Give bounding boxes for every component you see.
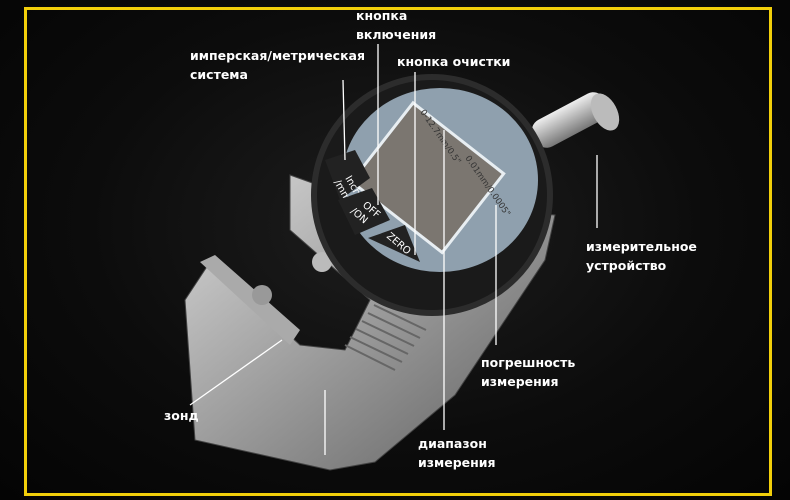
label-accuracy: погрешность измерения xyxy=(481,353,575,391)
label-range: диапазон измерения xyxy=(418,434,496,472)
label-line: измерения xyxy=(418,455,496,470)
label-line: имперская/метрическая xyxy=(190,48,366,63)
yellow-frame xyxy=(24,7,772,496)
label-probe: зонд xyxy=(164,408,199,423)
label-line: система xyxy=(190,67,248,82)
label-measuring-device: измерительное устройство xyxy=(586,237,697,275)
label-line: устройство xyxy=(586,258,667,273)
label-line: измерения xyxy=(481,374,559,389)
adjust-screw xyxy=(312,252,332,272)
plunger-rod xyxy=(531,92,620,148)
label-line: кнопка xyxy=(356,8,408,23)
label-zero-button: кнопка очистки xyxy=(397,54,511,69)
anvil xyxy=(252,285,272,305)
label-unit-switch: имперская/метрическая система xyxy=(190,46,365,84)
leader-lines xyxy=(189,44,598,455)
label-line: диапазон xyxy=(418,436,487,451)
grip-ridges xyxy=(344,304,427,371)
off-on-button[interactable]: OFF /ON xyxy=(338,188,390,235)
zero-button[interactable]: ZERO xyxy=(368,225,420,262)
dial xyxy=(311,74,553,316)
inch-mm-button[interactable]: Inch /mm xyxy=(325,150,370,203)
label-line: включения xyxy=(356,27,437,42)
label-line: погрешность xyxy=(481,355,576,370)
label-line: измерительное xyxy=(586,239,697,254)
label-power-button: кнопка включения xyxy=(356,6,436,44)
